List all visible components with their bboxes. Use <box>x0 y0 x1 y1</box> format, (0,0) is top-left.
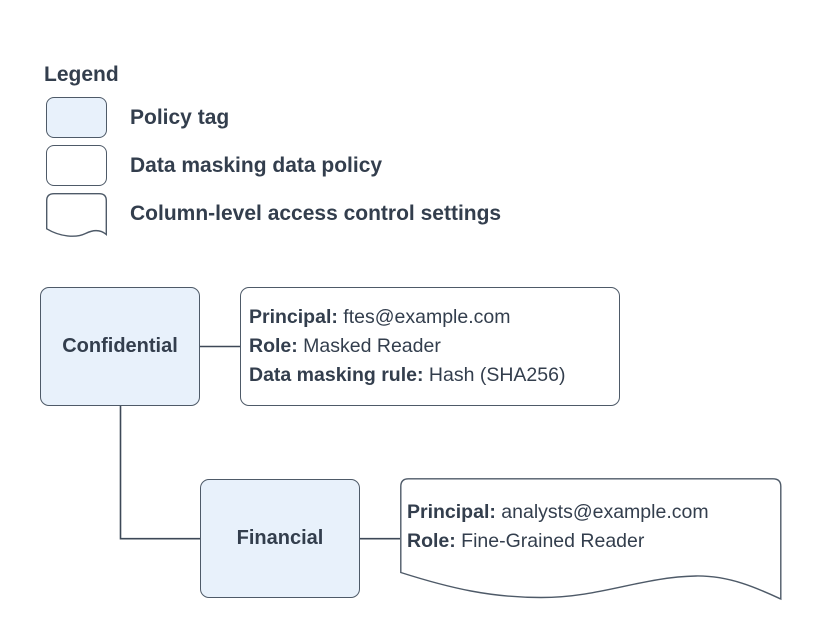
policy-tag-label: Financial <box>236 527 324 549</box>
data-masking-policy-card: Principal: ftes@example.com Role: Masked… <box>240 287 620 406</box>
legend-item-label-policy-tag: Policy tag <box>130 106 230 129</box>
connector-confidential-to-financial <box>119 406 200 540</box>
legend-swatch-policy-tag <box>46 97 107 138</box>
legend-swatch-data-masking-policy <box>46 145 107 186</box>
policy-tag-node-confidential: Confidential <box>40 287 200 406</box>
policy-card-line: Role: Masked Reader <box>249 335 441 357</box>
policy-card-line: Principal: ftes@example.com <box>249 306 511 328</box>
policy-card-line: Principal: analysts@example.com <box>407 501 709 523</box>
policy-tag-label: Confidential <box>62 335 178 357</box>
access-settings-card: Principal: analysts@example.com Role: Fi… <box>407 498 777 556</box>
legend-title: Legend <box>44 63 119 86</box>
legend-swatch-column-access-document-icon <box>46 193 107 237</box>
policy-card-line: Data masking rule: Hash (SHA256) <box>249 364 566 386</box>
access-settings-document-shape <box>400 478 782 601</box>
policy-tag-node-financial: Financial <box>200 479 360 598</box>
legend-item-label-data-masking-policy: Data masking data policy <box>130 154 383 177</box>
policy-card-line: Role: Fine-Grained Reader <box>407 530 645 552</box>
legend-item-label-column-access: Column-level access control settings <box>130 202 502 225</box>
